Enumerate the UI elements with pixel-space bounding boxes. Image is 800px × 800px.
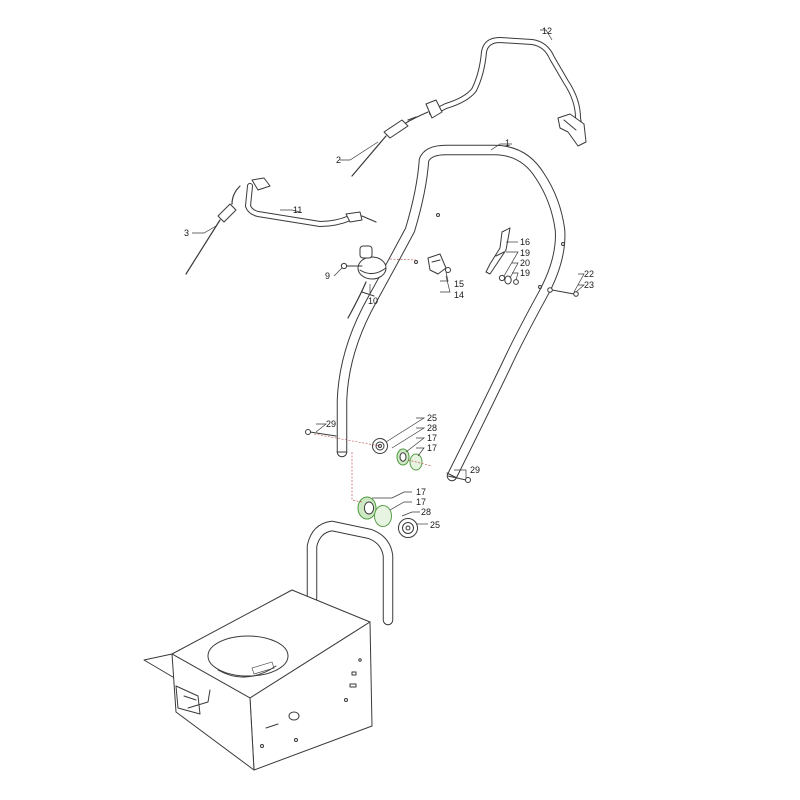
- part-25-knob-lower[interactable]: [398, 518, 418, 538]
- callout-17-lower-b: 17: [416, 497, 426, 507]
- callout-29-right: 29: [470, 465, 480, 475]
- callout-3: 3: [184, 228, 189, 238]
- part-22-23-bolt[interactable]: [547, 287, 579, 297]
- callout-2: 2: [336, 155, 341, 165]
- part-29-bolt-right[interactable]: [447, 475, 471, 483]
- callout-10: 10: [368, 296, 378, 306]
- callout-17-upper-b: 17: [427, 443, 437, 453]
- part-29-bolt-left[interactable]: [305, 429, 337, 437]
- callouts: 1 2 3 9 10 11 12 14 15 16 19 20 19 22 23…: [184, 26, 594, 530]
- leader-lines: [192, 29, 585, 525]
- part-2-cable[interactable]: [351, 111, 429, 177]
- callout-16: 16: [520, 237, 530, 247]
- part-12-upper-handle-bar[interactable]: [425, 37, 587, 147]
- callout-29-left: 29: [326, 419, 336, 429]
- callout-28-upper: 28: [427, 423, 437, 433]
- callout-1: 1: [505, 138, 510, 148]
- callout-17-upper-a: 17: [427, 433, 437, 443]
- part-1-main-handle[interactable]: [336, 144, 566, 482]
- part-17-bushing-lower-a[interactable]: [357, 496, 377, 520]
- part-11-control-rod[interactable]: [245, 177, 377, 227]
- callout-25-lower: 25: [430, 520, 440, 530]
- callout-9: 9: [325, 271, 330, 281]
- callout-17-lower-a: 17: [416, 487, 426, 497]
- callout-20: 20: [520, 258, 530, 268]
- callout-23: 23: [584, 280, 594, 290]
- callout-19-lower: 19: [520, 268, 530, 278]
- callout-12: 12: [542, 26, 552, 36]
- assembly-lines: [313, 258, 433, 503]
- callout-25-upper: 25: [427, 413, 437, 423]
- deck-housing[interactable]: [143, 520, 394, 771]
- callout-11: 11: [293, 205, 302, 215]
- part-17-bushing-lower-b[interactable]: [374, 505, 392, 527]
- part-9-screw[interactable]: [340, 262, 363, 270]
- callout-14: 14: [454, 290, 464, 300]
- part-17-bushing-upper-a[interactable]: [396, 448, 410, 466]
- part-3-cable[interactable]: [185, 185, 241, 275]
- part-10-brake-lever[interactable]: [347, 245, 387, 319]
- callout-22: 22: [584, 269, 594, 279]
- callout-15: 15: [454, 279, 464, 289]
- part-14-15-bracket[interactable]: [427, 253, 451, 275]
- part-16-latch-rod[interactable]: [485, 227, 511, 275]
- callout-28-lower: 28: [421, 507, 431, 517]
- part-19-20-washers[interactable]: [498, 274, 519, 285]
- callout-19-upper: 19: [520, 248, 530, 258]
